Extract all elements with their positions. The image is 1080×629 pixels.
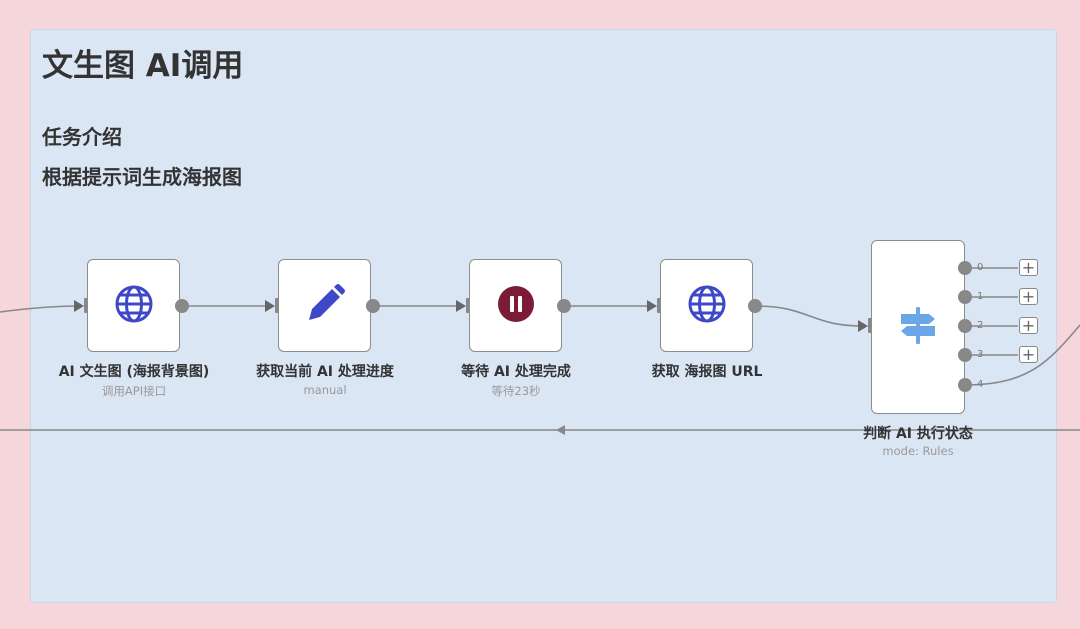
switch-output-port-4[interactable]	[958, 378, 972, 392]
node-2-label: 获取当前 AI 处理进度	[256, 364, 394, 380]
arrow-head-5	[858, 320, 868, 332]
task-heading: 任务介绍	[42, 125, 122, 149]
arrow-head-2	[265, 300, 275, 312]
node-3-output-port[interactable]	[557, 299, 571, 313]
switch-output-port-2[interactable]	[958, 319, 972, 333]
globe-icon	[687, 284, 727, 328]
node-1-label: AI 文生图 (海报背景图)	[58, 364, 210, 380]
loop-back-arrow	[556, 425, 565, 435]
node-4-label: 获取 海报图 URL	[651, 364, 763, 380]
task-description: 根据提示词生成海报图	[42, 165, 242, 189]
sticky-title: 文生图 AI调用	[42, 48, 244, 84]
output-label-2: 2	[977, 320, 984, 331]
switch-output-port-3[interactable]	[958, 348, 972, 362]
add-node-button-0[interactable]: +	[1019, 259, 1038, 276]
node-2-subtitle: manual	[303, 383, 347, 397]
node-1-output-port[interactable]	[175, 299, 189, 313]
node-ai-text-to-image[interactable]	[87, 259, 180, 352]
node-5-subtitle: mode: Rules	[882, 444, 954, 458]
connection-in	[0, 305, 81, 313]
node-5-label: 判断 AI 执行状态	[863, 426, 973, 442]
add-node-button-1[interactable]: +	[1019, 288, 1038, 305]
connection-4-5[interactable]	[754, 305, 864, 327]
switch-output-port-0[interactable]	[958, 261, 972, 275]
switch-output-port-1[interactable]	[958, 290, 972, 304]
output-label-0: 0	[977, 262, 984, 273]
output-label-3: 3	[977, 349, 984, 360]
node-get-poster-url[interactable]	[660, 259, 753, 352]
node-get-ai-progress[interactable]	[278, 259, 371, 352]
pause-icon	[496, 284, 536, 328]
node-1-subtitle: 调用API接口	[101, 384, 167, 398]
output-label-1: 1	[977, 291, 984, 302]
node-2-output-port[interactable]	[366, 299, 380, 313]
node-3-subtitle: 等待23秒	[491, 384, 541, 398]
node-wait-ai-complete[interactable]	[469, 259, 562, 352]
output-4-connection[interactable]	[964, 324, 1080, 386]
arrow-head-4	[647, 300, 657, 312]
output-label-4: 4	[977, 379, 984, 390]
node-3-label: 等待 AI 处理完成	[461, 364, 571, 380]
arrow-head-3	[456, 300, 466, 312]
add-node-button-2[interactable]: +	[1019, 317, 1038, 334]
node-4-output-port[interactable]	[748, 299, 762, 313]
arrow-head-1	[74, 300, 84, 312]
pencil-icon	[303, 282, 347, 330]
signpost-icon	[898, 305, 938, 349]
globe-icon	[114, 284, 154, 328]
add-node-button-3[interactable]: +	[1019, 346, 1038, 363]
node-check-ai-status[interactable]	[871, 240, 965, 414]
